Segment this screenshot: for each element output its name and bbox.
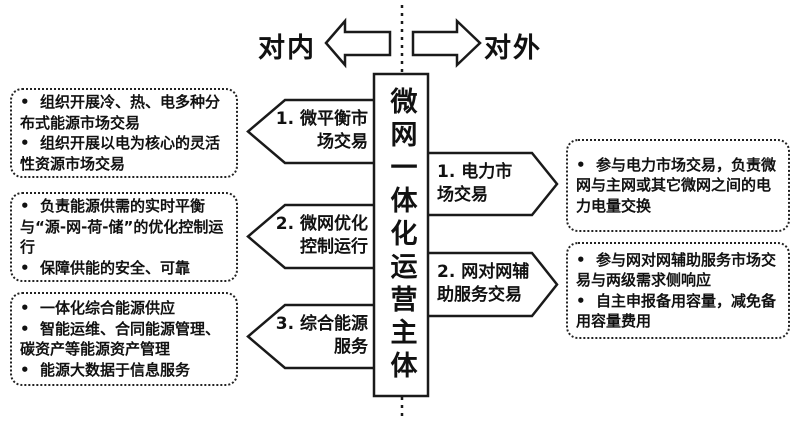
left-arrow-label-1: 1. 微平衡市 场交易 bbox=[275, 109, 368, 152]
central-entity-title: 微网一体化运营主体 bbox=[385, 86, 417, 384]
left-detail-box-3: 一体化综合能源供应 智能运维、合同能源管理、碳资产等能源资产管理 能源大数据于信… bbox=[10, 292, 238, 386]
central-entity-box bbox=[372, 72, 430, 398]
right-arrow-label-2: 2. 网对网辅 助服务交易 bbox=[437, 262, 530, 305]
left-detail-box-2: 负责能源供需的实时平衡与“源-网-荷-储”的优化控制运行 保障供能的安全、可靠 bbox=[10, 192, 238, 282]
bullet-item: 自主申报备用容量，减免备用容量费用 bbox=[576, 291, 780, 332]
right-arrow-label-1: 1. 电力市 场交易 bbox=[437, 162, 513, 205]
bullet-item: 负责能源供需的实时平衡与“源-网-荷-储”的优化控制运行 bbox=[20, 196, 228, 258]
outward-label: 对外 bbox=[484, 33, 542, 64]
left-detail-box-1: 组织开展冷、热、电多种分布式能源市场交易 组织开展以电为核心的灵活性资源市场交易 bbox=[10, 88, 238, 178]
bullet-item: 保障供能的安全、可靠 bbox=[20, 258, 228, 279]
left-arrow-label-2: 2. 微网优化 控制运行 bbox=[275, 214, 368, 257]
right-detail-box-1: 参与电力市场交易，负责微网与主网或其它微网之间的电力电量交换 bbox=[566, 139, 790, 232]
outward-arrow-icon bbox=[411, 18, 482, 68]
bullet-item: 智能运维、合同能源管理、碳资产等能源资产管理 bbox=[20, 319, 228, 360]
bullet-item: 能源大数据于信息服务 bbox=[20, 360, 228, 381]
inward-label: 对内 bbox=[258, 33, 316, 64]
inward-arrow-icon bbox=[324, 17, 392, 69]
left-arrow-label-3: 3. 综合能源 服务 bbox=[275, 314, 368, 357]
right-detail-box-2: 参与网对网辅助服务市场交易与两级需求侧响应 自主申报备用容量，减免备用容量费用 bbox=[566, 242, 790, 339]
bullet-item: 参与网对网辅助服务市场交易与两级需求侧响应 bbox=[576, 250, 780, 291]
bullet-item: 组织开展以电为核心的灵活性资源市场交易 bbox=[20, 133, 228, 174]
bullet-item: 组织开展冷、热、电多种分布式能源市场交易 bbox=[20, 92, 228, 133]
bullet-item: 参与电力市场交易，负责微网与主网或其它微网之间的电力电量交换 bbox=[576, 155, 780, 217]
bullet-item: 一体化综合能源供应 bbox=[20, 298, 228, 319]
